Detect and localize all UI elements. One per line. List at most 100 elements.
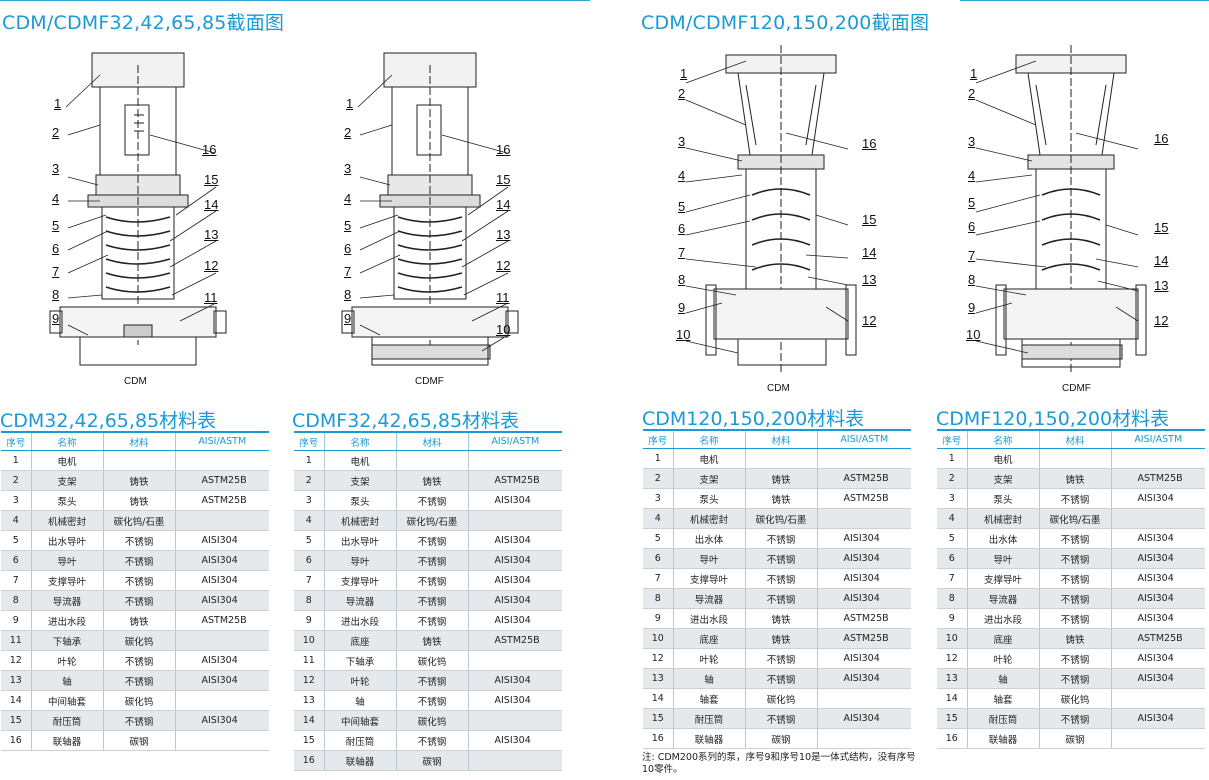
cell-material: 碳化钨 [103,690,176,711]
cell-material: 不锈钢 [103,530,176,551]
cell-standard: AISI304 [175,710,269,731]
cell-standard: ASTM25B [817,468,911,489]
callout-10: 10 [966,327,981,342]
cell-standard: AISI304 [468,670,562,691]
callout-1: 1 [970,66,978,81]
cell-index: 7 [1,570,32,591]
cell-standard [175,510,269,531]
cell-name: 机械密封 [967,508,1040,529]
cell-material: 铸铁 [745,488,818,509]
callout-7: 7 [52,264,60,279]
cell-standard [1111,688,1205,709]
cell-material: 不锈钢 [1039,648,1112,669]
cell-name: 电机 [31,450,104,471]
cell-name: 进出水段 [967,608,1040,629]
table-footnote: 注: CDM200系列的泵，序号9和序号10是一体式结构，没有序号10零件。 [642,752,916,775]
cell-material: 不锈钢 [396,570,469,591]
callout-1: 1 [346,96,354,111]
diagram-cdm-small [40,45,260,390]
cell-standard: AISI304 [175,670,269,691]
cell-name: 导流器 [967,588,1040,609]
callout-15: 15 [1154,220,1169,235]
cell-material: 不锈钢 [745,708,818,729]
cell-name: 支撑导叶 [967,568,1040,589]
callout-2: 2 [678,86,686,101]
cell-material: 不锈钢 [103,570,176,591]
cell-material: 不锈钢 [745,668,818,689]
cell-name: 进出水段 [324,610,397,631]
diagram-cdmf-small [332,45,552,390]
cell-standard: AISI304 [1111,668,1205,689]
cell-index: 6 [1,550,32,571]
cell-index: 16 [294,750,325,771]
cell-name: 进出水段 [673,608,746,629]
callout-7: 7 [968,248,976,263]
cell-material: 铸铁 [396,470,469,491]
callout-8: 8 [344,287,352,302]
table-title-cdmf-small: CDMF32,42,65,85材料表 [292,410,520,432]
section-title-small-pumps: CDM/CDMF32,42,65,85截面图 [2,12,285,34]
cell-index: 14 [937,688,968,709]
cell-standard: AISI304 [817,648,911,669]
callout-3: 3 [968,134,976,149]
cell-name: 耐压筒 [324,730,397,751]
cell-standard: AISI304 [817,568,911,589]
cell-material: 不锈钢 [745,548,818,569]
callout-9: 9 [968,300,976,315]
callout-7: 7 [344,264,352,279]
cell-material: 铸铁 [1039,628,1112,649]
callout-12: 12 [204,258,219,273]
cell-index: 1 [937,448,968,469]
cell-name: 导叶 [324,550,397,571]
cell-material: 铸铁 [103,470,176,491]
cell-standard: AISI304 [468,550,562,571]
callout-10: 10 [676,327,691,342]
cell-standard: AISI304 [175,550,269,571]
cell-material: 不锈钢 [1039,488,1112,509]
cell-index: 8 [643,588,674,609]
callout-2: 2 [968,86,976,101]
cell-standard [1111,448,1205,469]
cell-name: 轴套 [673,688,746,709]
cell-index: 15 [1,710,32,731]
cell-name: 支架 [967,468,1040,489]
header-material: 材料 [103,431,176,451]
cell-name: 轴 [673,668,746,689]
callout-1: 1 [54,96,62,111]
cell-name: 导流器 [673,588,746,609]
cell-standard: AISI304 [817,668,911,689]
cell-standard [468,450,562,471]
callout-5: 5 [968,195,976,210]
cell-material: 铸铁 [103,610,176,631]
diagram-cdm-large [676,45,886,385]
cell-name: 泵头 [31,490,104,511]
cell-material: 铸铁 [396,630,469,651]
cell-standard: AISI304 [175,590,269,611]
cell-index: 12 [643,648,674,669]
cell-name: 泵头 [967,488,1040,509]
cell-index: 5 [294,530,325,551]
header-index: 序号 [1,431,32,451]
cell-material: 碳化钨 [745,688,818,709]
cell-name: 下轴承 [324,650,397,671]
cell-standard: ASTM25B [468,630,562,651]
callout-13: 13 [204,227,219,242]
cell-name: 泵头 [673,488,746,509]
callout-13: 13 [1154,278,1169,293]
cell-name: 出水导叶 [31,530,104,551]
cell-standard: AISI304 [1111,568,1205,589]
table-title-cdm-large: CDM120,150,200材料表 [642,408,865,430]
header-name: 名称 [673,429,746,449]
cell-standard: ASTM25B [468,470,562,491]
cell-index: 13 [937,668,968,689]
cell-name: 支架 [324,470,397,491]
cell-standard: AISI304 [1111,528,1205,549]
callout-12: 12 [496,258,511,273]
